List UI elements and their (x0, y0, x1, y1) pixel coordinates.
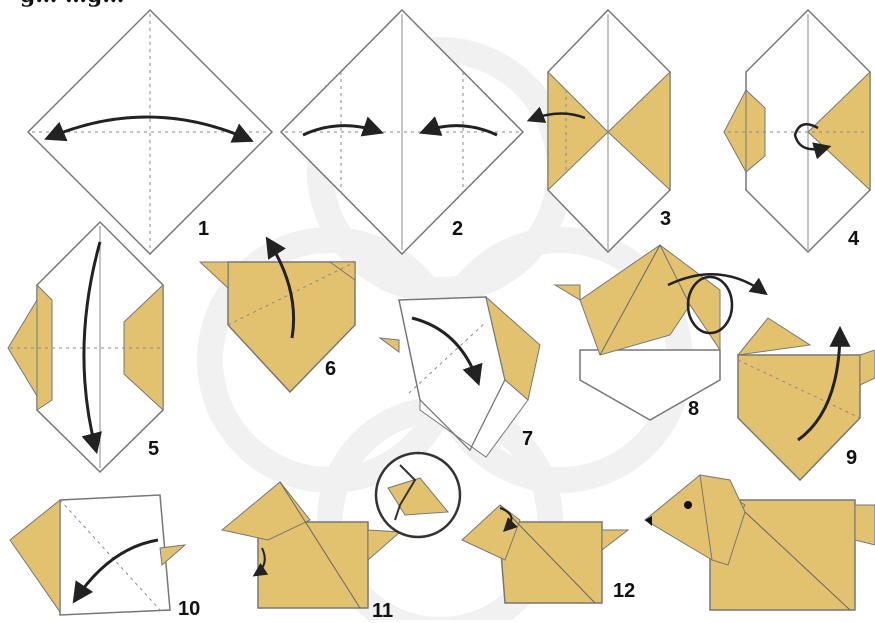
step-number-12: 12 (613, 580, 636, 602)
fold-arrow-1 (44, 115, 254, 143)
step-10-diagram (9, 494, 187, 616)
step-9-diagram (736, 317, 875, 482)
fold-arrow-10 (72, 538, 159, 604)
step-number-8: 8 (688, 398, 700, 420)
step-4-diagram (723, 8, 871, 254)
step-number-4: 4 (848, 228, 860, 250)
step-1-diagram (26, 8, 274, 256)
step-6-diagram (198, 236, 356, 394)
step-7-diagram (378, 295, 541, 458)
step-8-diagram (553, 244, 768, 421)
step-number-7: 7 (522, 428, 534, 450)
dog-nose (645, 516, 652, 526)
fold-arrow-11 (252, 547, 269, 577)
step-number-6: 6 (325, 358, 337, 380)
finished-dog (644, 474, 875, 611)
fold-arrow-2b (419, 116, 498, 137)
fold-arrow-7 (411, 316, 483, 386)
fold-arrow-5 (81, 241, 102, 455)
fold-arrow-9 (797, 325, 851, 442)
step-5-diagram (7, 220, 164, 474)
fold-arrow-2a (302, 116, 384, 137)
step-2-diagram (279, 8, 525, 256)
step-11-diagram (220, 451, 462, 609)
step-number-3: 3 (660, 208, 672, 230)
step-number-10: 10 (178, 598, 201, 620)
fold-arrow-4 (793, 123, 832, 160)
fold-arrow-3 (526, 106, 586, 123)
step-number-11: 11 (372, 600, 394, 622)
step-12-diagram (461, 504, 630, 604)
dog-eye (684, 501, 692, 509)
step-number-9: 9 (846, 447, 858, 469)
step-3-diagram (526, 8, 671, 254)
fold-arrow-8 (667, 273, 768, 296)
page-title: g… …g… (20, 0, 124, 8)
fold-arrow-6 (265, 236, 296, 339)
rotate-loop-8 (686, 275, 734, 335)
fold-arrow-12 (499, 507, 518, 532)
step-number-1: 1 (198, 218, 210, 240)
step-number-2: 2 (452, 218, 464, 240)
step-number-5: 5 (148, 438, 160, 460)
